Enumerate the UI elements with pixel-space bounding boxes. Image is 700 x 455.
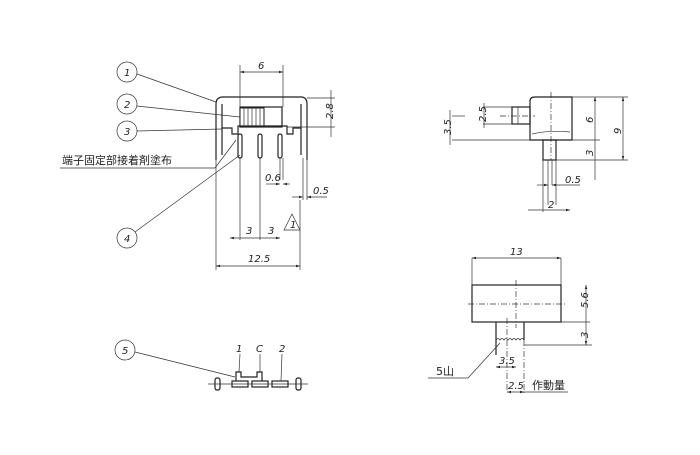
balloon-2: 2: [124, 100, 130, 111]
dim-height: 2.8: [325, 103, 336, 119]
side-body: [529, 96, 573, 141]
dim-slider-width: 6: [258, 61, 264, 72]
balloon-5: 5: [122, 346, 128, 357]
dim-total-height: 9: [613, 128, 624, 134]
front-view: 6 2.8 0.6 0.5 1 3 3 12.5 端子固定部接着剤塗布: [60, 61, 336, 270]
travel-label: 作動量: [532, 378, 565, 392]
balloon-1: 1: [124, 68, 130, 79]
dim-length: 13: [510, 247, 523, 258]
terminal-label-2: 2: [279, 344, 285, 355]
balloon-4: 4: [124, 234, 130, 245]
adhesive-note: 端子固定部接着剤塗布: [62, 153, 172, 167]
dim-lead-width: 0.5: [313, 186, 329, 197]
dim-total-width: 12.5: [248, 254, 270, 265]
dim-side-lead: 0.5: [565, 175, 581, 186]
balloon-3: 3: [124, 127, 130, 138]
dim-pin-width: 0.6: [265, 173, 281, 184]
dim-pin-depth: 2: [548, 200, 554, 211]
dim-pitch-b: 3: [268, 226, 274, 237]
dim-knob-height: 3: [580, 332, 591, 338]
dim-stem-height: 2.5: [478, 106, 489, 122]
side-stem: [511, 106, 531, 125]
revision-mark: 1: [290, 220, 296, 231]
dim-offset: 3.5: [443, 119, 454, 135]
slider-knob-hatch: [239, 107, 265, 127]
housing-outline: [215, 96, 308, 160]
dim-pitch-a: 3: [246, 226, 252, 237]
base-plate: [222, 125, 301, 135]
dim-pin-height: 3: [585, 150, 596, 156]
terminal-label-c: C: [256, 344, 263, 355]
dim-travel: 2.5: [508, 381, 524, 392]
serration-note: 5山: [436, 365, 454, 378]
terminal-pins: [215, 133, 308, 270]
balloon-callouts: 1 2 3 4 5: [114, 61, 241, 378]
terminal-view: 1 C 2: [208, 344, 308, 391]
revision-triangle: [283, 213, 301, 231]
side-view: 6 3 9 2.5 3.5 0.5 2: [443, 92, 628, 212]
bottom-body: [471, 284, 562, 323]
dim-body-height: 6: [585, 117, 596, 123]
terminal-label-1: 1: [236, 344, 242, 355]
bottom-view: 13 5.6 3 3.5 2.5 作動量 5山: [428, 247, 592, 395]
dim-body-height-bottom: 5.6: [580, 292, 591, 308]
dim-knob-width: 3.5: [499, 356, 515, 367]
